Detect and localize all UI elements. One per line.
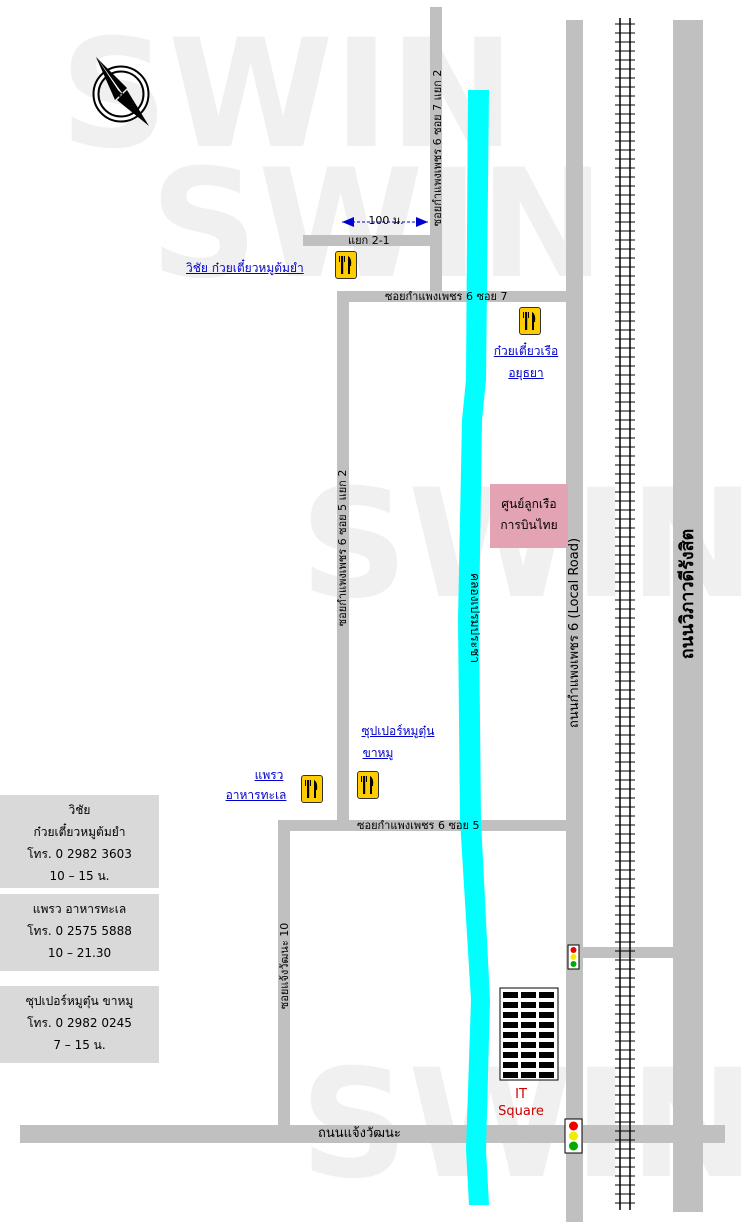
link-ayutthaya[interactable]: ก๋วยเตี๋ยวเรือ อยุธยา: [488, 342, 564, 382]
road-soi5: [278, 820, 583, 831]
fork-knife-icon: [519, 307, 541, 335]
info-line: แพรว อาหารทะเล: [32, 902, 127, 916]
info-box-phrae: แพรว อาหารทะเล โทร. 0 2575 5888 10 – 21.…: [0, 894, 159, 971]
info-line: ซุปเปอร์หมูตุ๋น ขาหมู: [25, 994, 134, 1008]
road-label-yaek21: แยก 2-1: [348, 234, 390, 247]
road-kamphaeng: [566, 20, 583, 1222]
canal: [458, 90, 490, 1205]
link-super[interactable]: ซุปเปอร์หมูตุ๋น ขาหมู: [350, 722, 446, 762]
info-line: 10 – 21.30: [47, 946, 112, 960]
road-label-soi5: ซอยกำแพงเพชร 6 ซอย 5: [357, 819, 480, 832]
crew-center-line2: การบินไทย: [500, 518, 558, 532]
road-chaeng-soi10: [278, 820, 290, 1135]
info-line: วิชัย: [68, 803, 91, 817]
info-box-super: ซุปเปอร์หมูตุ๋น ขาหมู โทร. 0 2982 0245 7…: [0, 986, 159, 1063]
road-vibhavadi: [673, 20, 703, 1212]
info-line: 7 – 15 น.: [53, 1038, 106, 1052]
info-line: โทร. 0 2982 0245: [27, 1016, 132, 1030]
canal-label: คลองเปรมประชา: [468, 573, 482, 663]
fork-knife-icon: [335, 251, 357, 279]
road-soi7-yaek2: [430, 7, 442, 297]
traffic-light-icon: [567, 944, 580, 970]
link-super-line1: ซุปเปอร์หมูตุ๋น: [361, 724, 435, 738]
info-line: โทร. 0 2982 3603: [27, 847, 132, 861]
link-wichai[interactable]: วิชัย ก๋วยเตี๋ยวหมูต้มยำ: [186, 261, 304, 275]
fork-knife-icon: [301, 775, 323, 803]
road-label-chaengwattana: ถนนแจ้งวัฒนะ: [318, 1126, 401, 1141]
crew-center-line1: ศูนย์ลูกเรือ: [501, 497, 557, 511]
info-line: 10 – 15 น.: [49, 869, 110, 883]
link-phrae[interactable]: แพรว อาหารทะเล: [216, 766, 296, 804]
road-label-vibhavadi: ถนนวิภาวดีรังสิต: [677, 528, 698, 660]
road-label-soi5-yaek2: ซอยกำแพงเพชร 6 ซอย 5 แยก 2: [336, 469, 349, 627]
road-soi7: [337, 291, 583, 302]
fork-knife-icon: [357, 771, 379, 799]
it-square-line1: IT: [515, 1087, 527, 1102]
crew-center-box: ศูนย์ลูกเรือ การบินไทย: [490, 484, 568, 548]
road-label-soi7-yaek2: ซอยกำแพงเพชร 6 ซอย 7 แยก 2: [431, 69, 444, 227]
it-square-label: IT Square: [496, 1086, 546, 1120]
info-line: โทร. 0 2575 5888: [27, 924, 132, 938]
road-soi5-yaek2: [337, 291, 349, 831]
road-label-kamphaeng: ถนนกำแพงเพชร 6 (Local Road): [567, 537, 582, 729]
road-chaengwattana: [20, 1125, 725, 1143]
building-icon: [499, 987, 559, 1081]
road-connector: [583, 947, 673, 958]
it-square-line2: Square: [498, 1104, 544, 1119]
link-phrae-line1: แพรว: [254, 768, 284, 782]
compass-icon: N: [92, 57, 150, 126]
link-ayutthaya-line2: อยุธยา: [508, 366, 544, 380]
svg-text:N: N: [117, 92, 128, 104]
link-ayutthaya-line1: ก๋วยเตี๋ยวเรือ: [493, 344, 559, 358]
traffic-light-icon: [564, 1118, 583, 1154]
info-box-wichai: วิชัย ก๋วยเตี๋ยวหมูต้มยำ โทร. 0 2982 360…: [0, 795, 159, 888]
distance-label: 100 ม.: [368, 214, 404, 227]
watermark: SWIN: [150, 138, 605, 312]
link-super-line2: ขาหมู: [362, 746, 394, 760]
link-phrae-line2: อาหารทะเล: [225, 788, 287, 802]
info-line: ก๋วยเตี๋ยวหมูต้มยำ: [33, 825, 126, 839]
road-label-chaeng-soi10: ซอยแจ้งวัฒนะ 10: [278, 922, 291, 1010]
road-yaek21: [303, 235, 440, 246]
distance-arrow: [342, 217, 428, 227]
railway-track-icon: [615, 18, 635, 1210]
road-label-soi7: ซอยกำแพงเพชร 6 ซอย 7: [385, 290, 508, 303]
